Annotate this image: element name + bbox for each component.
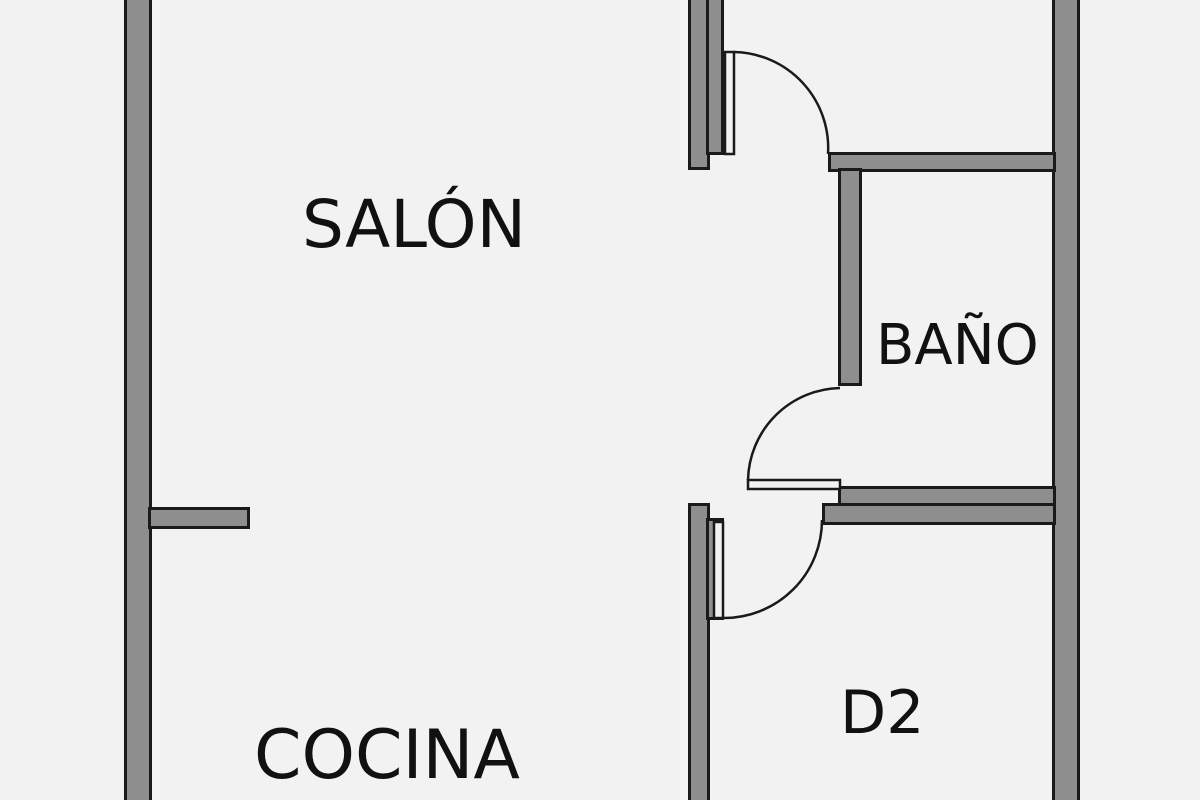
- door-leaf-bano: [746, 478, 842, 491]
- wall-right-outer: [1052, 0, 1080, 800]
- door-leaf-d2: [712, 520, 725, 620]
- room-label-d2: D2: [840, 678, 925, 748]
- wall-kitchen-partition: [148, 507, 250, 529]
- door-arc-d2: [722, 519, 824, 620]
- door-arc-upper: [733, 50, 830, 155]
- room-label-cocina: COCINA: [254, 716, 520, 795]
- door-leaf-upper: [723, 50, 736, 156]
- wall-bano-top: [828, 152, 1056, 172]
- door-arc-bano: [746, 386, 841, 481]
- wall-d2-top: [822, 503, 1056, 525]
- room-label-salon: SALÓN: [302, 186, 527, 263]
- room-label-bano: BAÑO: [876, 313, 1039, 378]
- wall-center-lower: [688, 503, 710, 800]
- wall-left-outer: [124, 0, 152, 800]
- wall-center-upper-jamb: [706, 0, 724, 155]
- wall-bano-left: [838, 168, 862, 386]
